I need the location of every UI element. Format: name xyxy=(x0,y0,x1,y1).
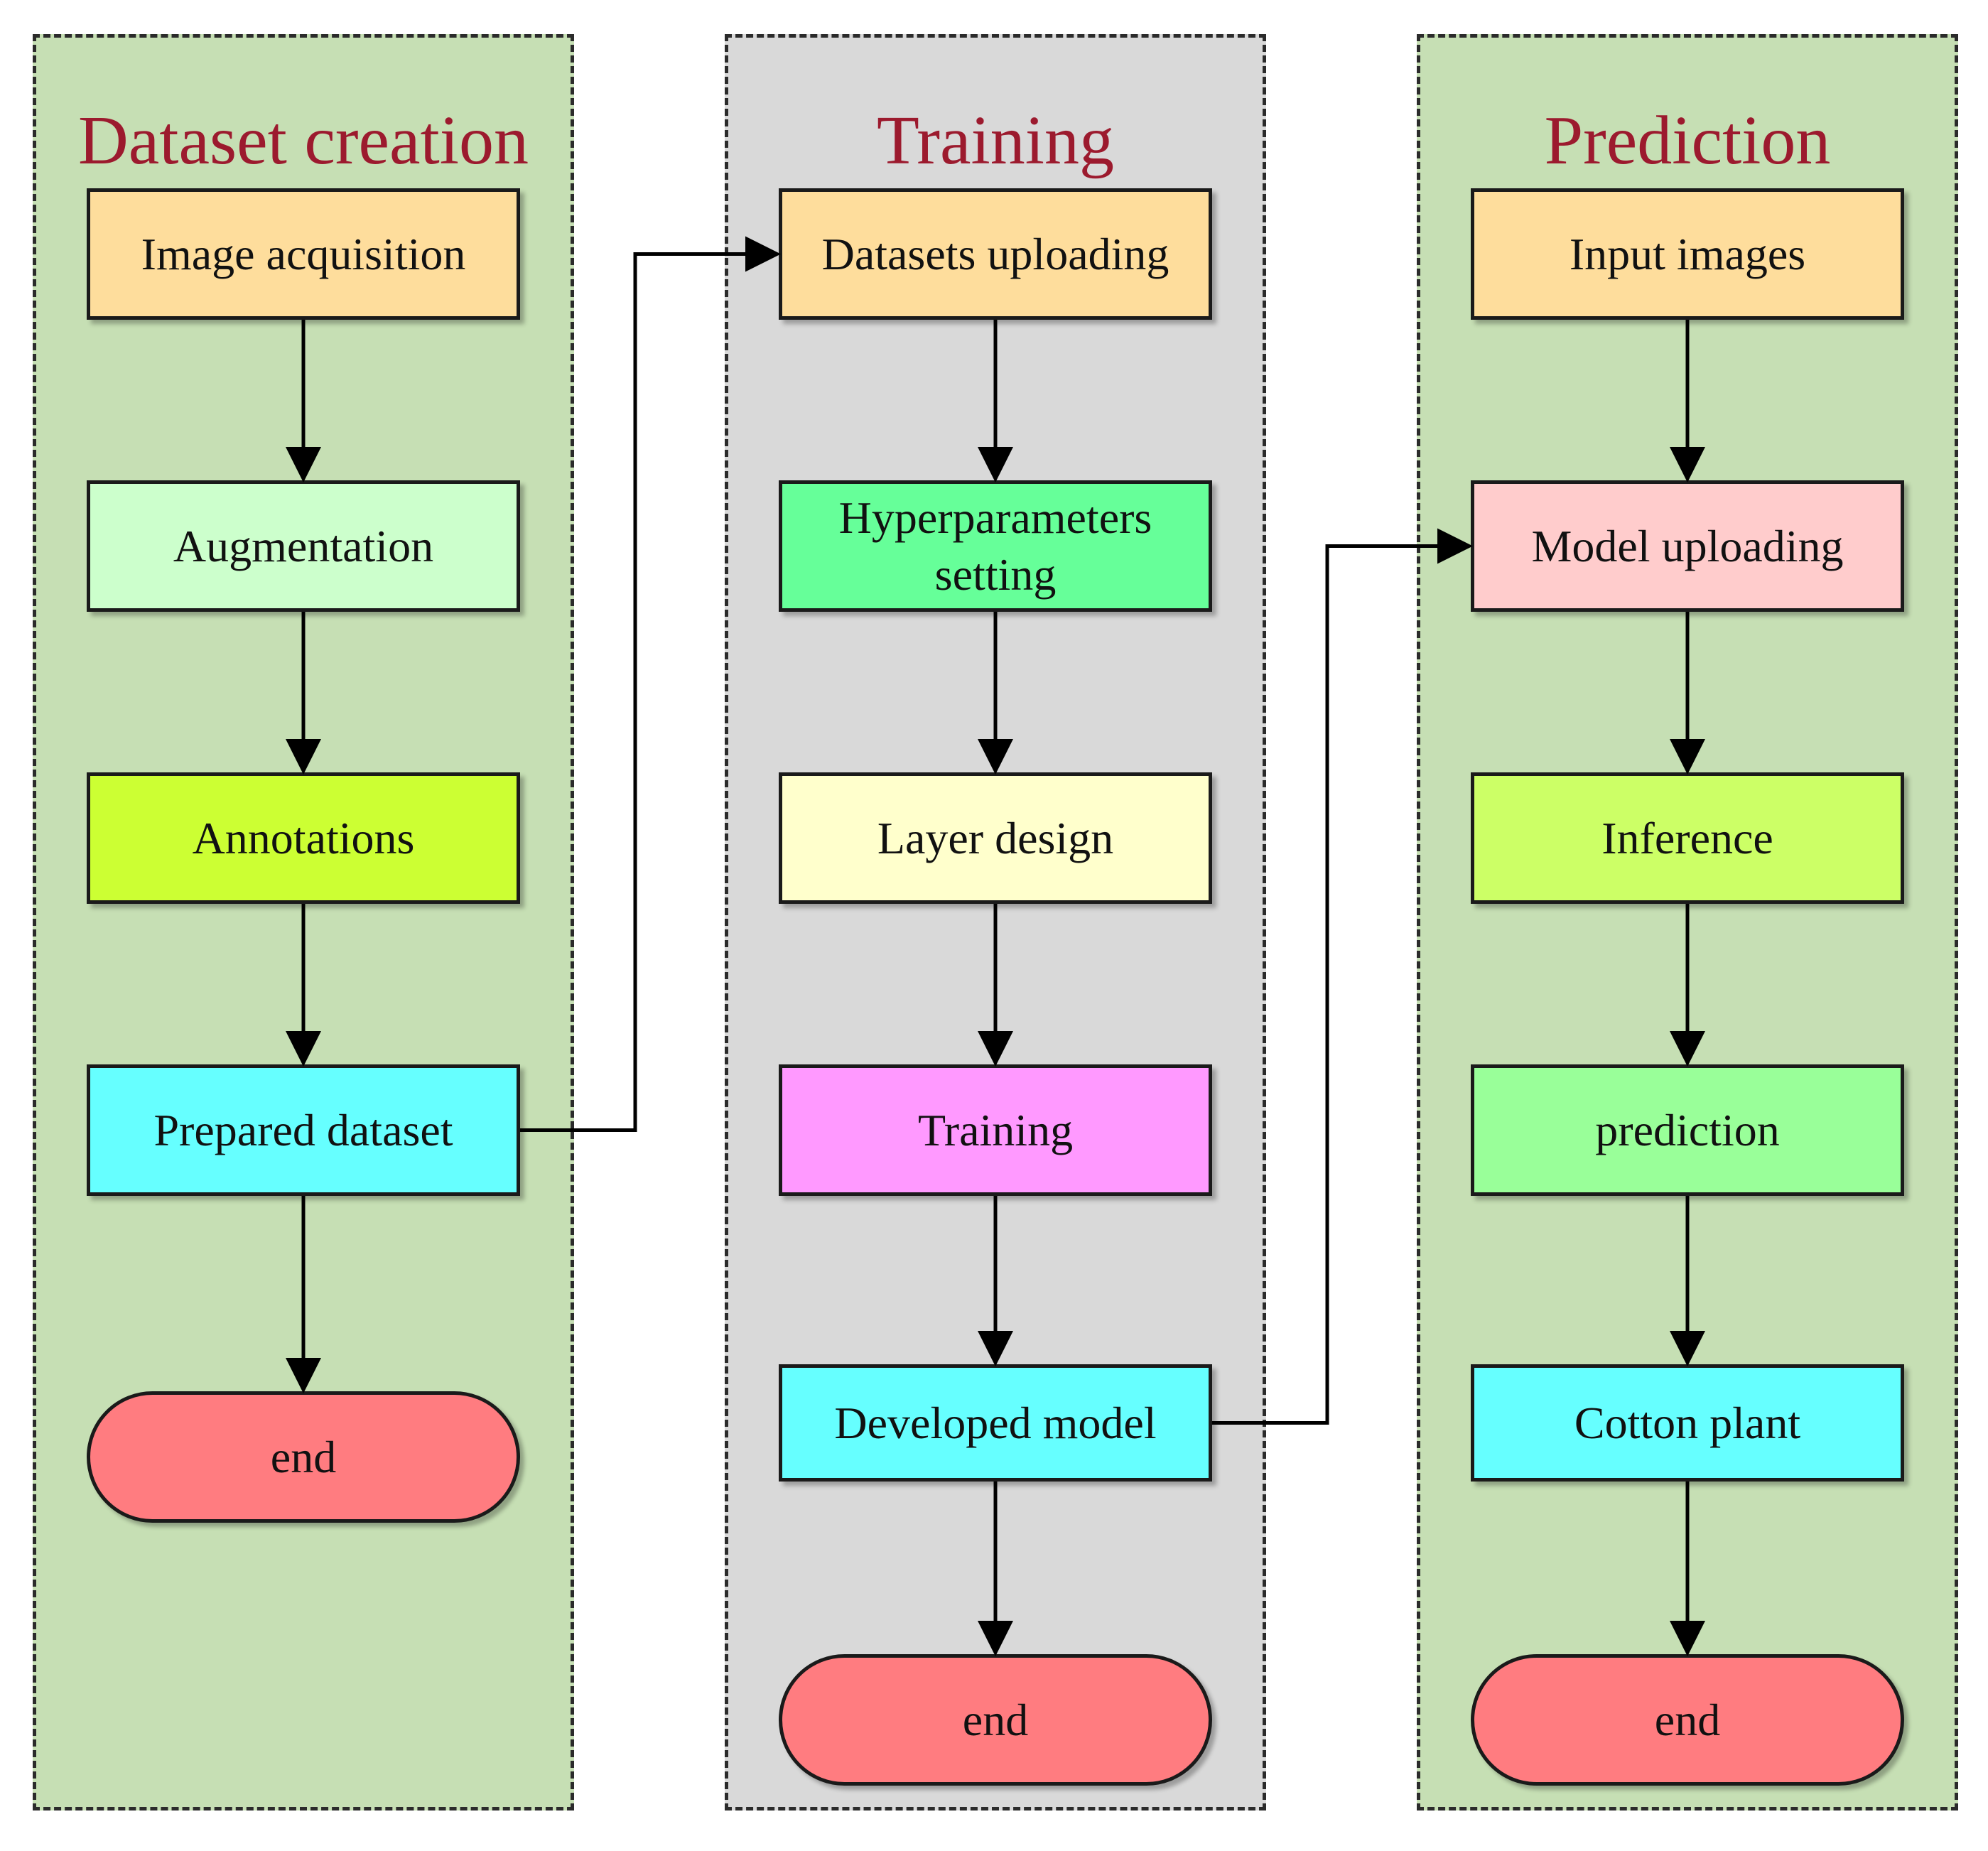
node-label: Prepared dataset xyxy=(153,1104,453,1155)
node-label: Developed model xyxy=(834,1397,1157,1448)
prediction-node: prediction xyxy=(1471,1064,1904,1196)
augmentation-node: Augmentation xyxy=(87,480,520,612)
node-label: Model uploading xyxy=(1531,520,1844,571)
node-label: Layer design xyxy=(877,812,1114,863)
node-label: Hyperparameters setting xyxy=(838,492,1152,600)
node-label: end xyxy=(962,1694,1029,1745)
image-acquisition-node: Image acquisition xyxy=(87,188,520,320)
prepared-dataset-node: Prepared dataset xyxy=(87,1064,520,1196)
layer-design-node: Layer design xyxy=(779,772,1212,904)
hyperparameters-setting-node: Hyperparameters setting xyxy=(779,480,1212,612)
input-images-node: Input images xyxy=(1471,188,1904,320)
panel-title: Prediction xyxy=(1544,102,1831,179)
datasets-uploading-node: Datasets uploading xyxy=(779,188,1212,320)
end-terminal-node: end xyxy=(1471,1654,1904,1786)
panel-title: Dataset creation xyxy=(78,102,529,179)
model-uploading-node: Model uploading xyxy=(1471,480,1904,612)
developed-model-node: Developed model xyxy=(779,1364,1212,1482)
annotations-node: Annotations xyxy=(87,772,520,904)
cotton-plant-node: Cotton plant xyxy=(1471,1364,1904,1482)
end-terminal-node: end xyxy=(87,1391,520,1523)
end-terminal-node: end xyxy=(779,1654,1212,1786)
node-label: Inference xyxy=(1601,812,1773,863)
node-label: Cotton plant xyxy=(1574,1397,1801,1448)
node-label: end xyxy=(270,1431,337,1482)
node-label: Annotations xyxy=(192,812,415,863)
node-label: prediction xyxy=(1595,1104,1780,1155)
node-label: Input images xyxy=(1569,228,1806,279)
node-label: Augmentation xyxy=(173,520,434,571)
panel-title: Training xyxy=(876,102,1114,179)
node-label: Datasets uploading xyxy=(821,228,1169,279)
node-label: Image acquisition xyxy=(141,228,466,279)
node-label: Training xyxy=(917,1104,1074,1155)
node-label: end xyxy=(1654,1694,1721,1745)
training-node: Training xyxy=(779,1064,1212,1196)
inference-node: Inference xyxy=(1471,772,1904,904)
